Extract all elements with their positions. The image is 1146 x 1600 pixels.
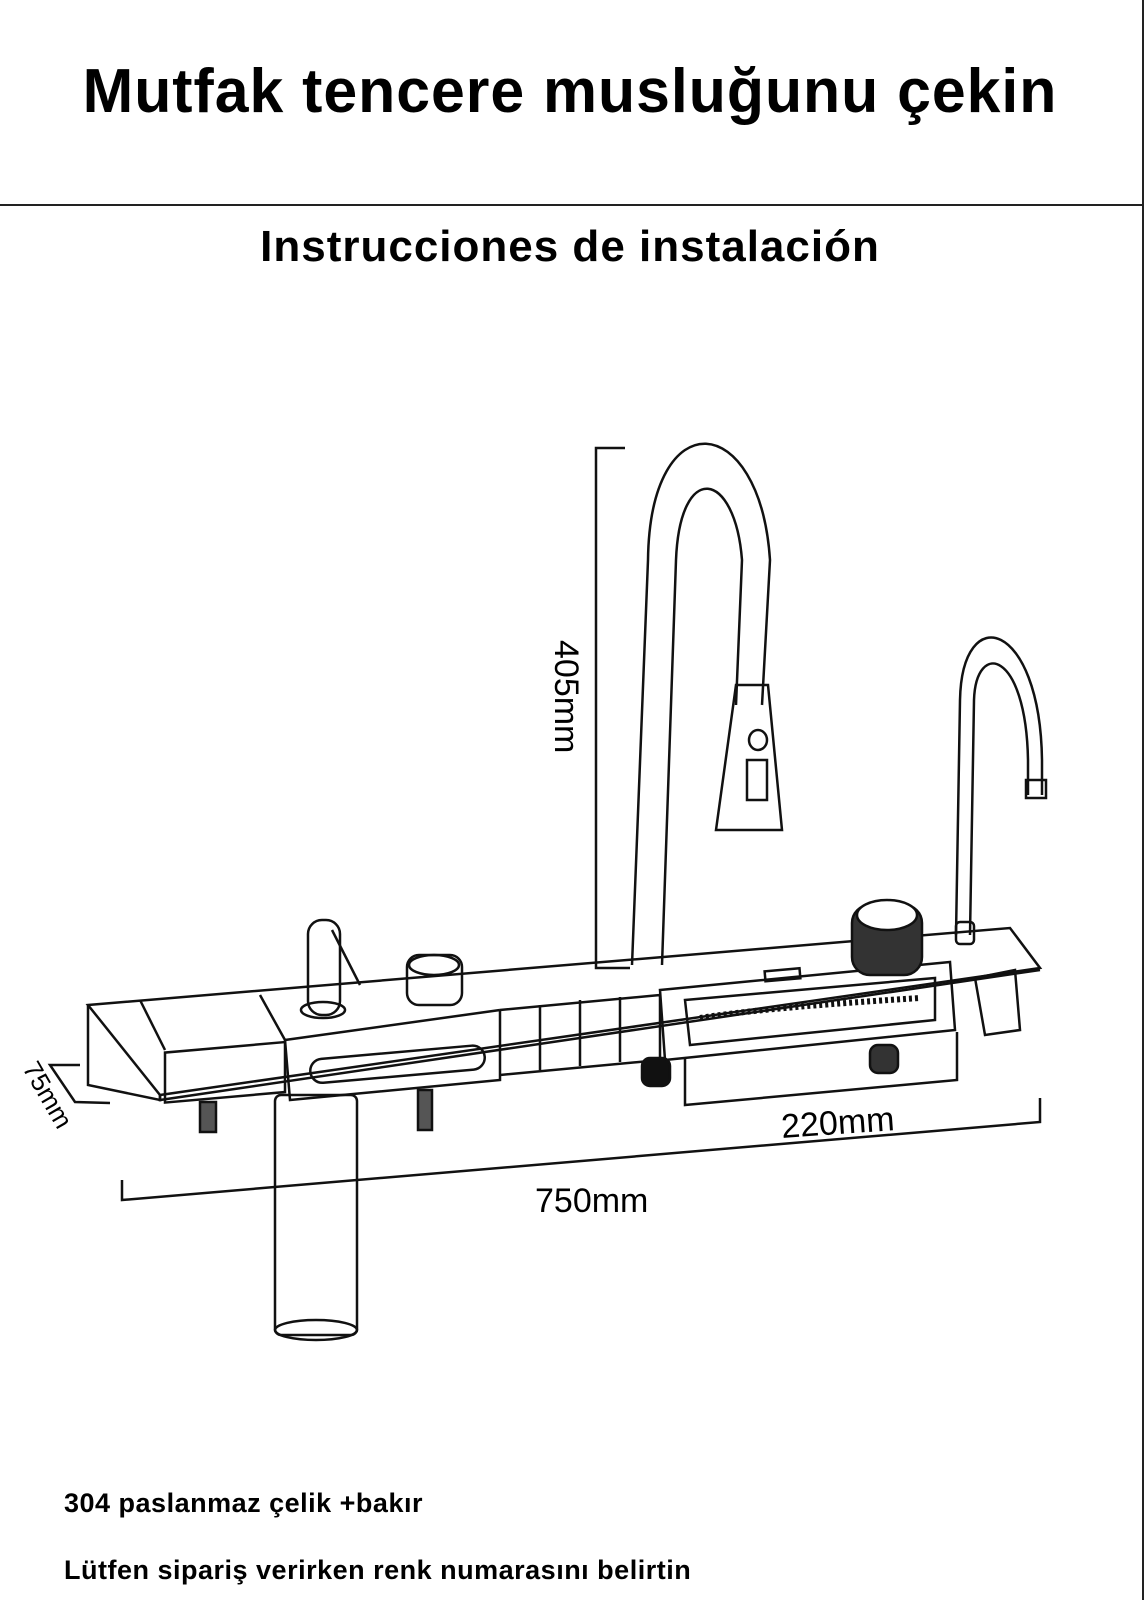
page-title: Mutfak tencere musluğunu çekin — [82, 57, 1058, 126]
rotary-knob — [850, 898, 924, 977]
page-border-right — [1142, 0, 1144, 1600]
height-dimension-label: 405mm — [547, 640, 585, 753]
width-dimension-line — [120, 1098, 1042, 1202]
page-subtitle: Instrucciones de instalación — [260, 222, 880, 271]
depth-dimension-line — [47, 1063, 111, 1105]
connectors — [198, 1043, 900, 1134]
drinking-water-faucet — [954, 636, 1048, 946]
faucet-base — [85, 926, 1043, 1104]
round-button — [405, 953, 464, 1007]
soap-dispenser — [273, 918, 362, 1342]
width-dimension-label: 750mm — [535, 1182, 648, 1220]
height-dimension-line — [594, 446, 630, 970]
color-order-note: Lütfen sipariş verirken renk numarasını … — [64, 1555, 692, 1585]
spacing-dimension-line — [683, 1032, 959, 1107]
material-note: 304 paslanmaz çelik +bakır — [64, 1488, 423, 1518]
pull-out-faucet — [630, 442, 784, 966]
header-divider — [0, 204, 1144, 206]
